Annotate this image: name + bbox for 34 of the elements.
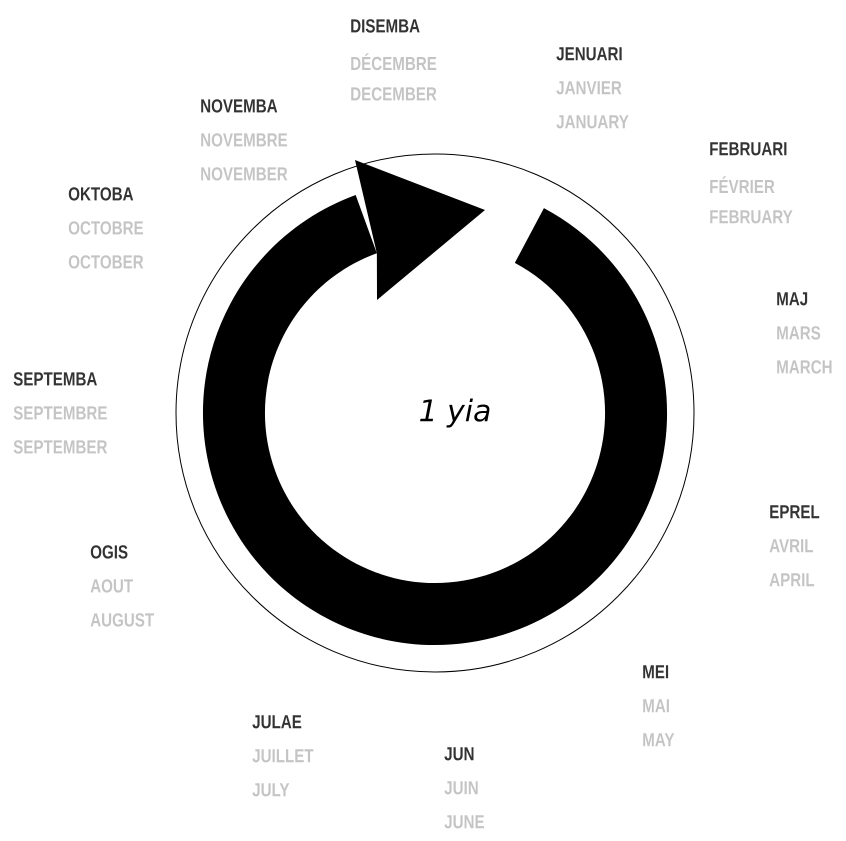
month-name: JUILLET (252, 749, 314, 762)
month-name: OGIS (90, 545, 128, 559)
month-name: MARS (777, 326, 820, 340)
month-name: NOVEMBA (201, 99, 278, 113)
month-name: SEPTEMBER (14, 440, 108, 454)
month-name: NOVEMBER (201, 167, 288, 181)
month-name: SEPTEMBA (14, 372, 97, 386)
month-name: FEBRUARI (710, 142, 786, 156)
month-name: AVRIL (770, 539, 814, 552)
month-name: MAJ (777, 292, 808, 306)
month-name: MAI (643, 699, 669, 712)
month-name: AOUT (90, 579, 133, 593)
month-name: MARCH (777, 360, 832, 374)
month-name: OCTOBER (68, 255, 144, 269)
month-name: DECEMBER (351, 87, 437, 101)
month-name: APRIL (770, 573, 814, 586)
month-name: DISEMBA (351, 19, 420, 33)
month-name: SEPTEMBRE (14, 406, 107, 420)
month-name: JULY (252, 783, 290, 796)
month-name: MAY (643, 733, 674, 746)
month-name: JENUARI (556, 47, 622, 60)
month-name: EPREL (770, 505, 820, 518)
month-name: JANVIER (556, 81, 622, 94)
month-name: MEI (643, 665, 668, 678)
month-name: JUIN (444, 781, 478, 794)
month-name: OKTOBA (68, 187, 134, 201)
month-name: JUNE (444, 815, 484, 828)
month-name: JULAE (252, 715, 302, 728)
month-name: OCTOBRE (68, 221, 144, 235)
month-name: AUGUST (90, 613, 154, 627)
month-name: DÉCEMBRE (351, 53, 436, 70)
month-name: JUN (444, 747, 474, 760)
center-label: 1 yia (420, 398, 490, 428)
month-name: JANUARY (556, 115, 629, 128)
